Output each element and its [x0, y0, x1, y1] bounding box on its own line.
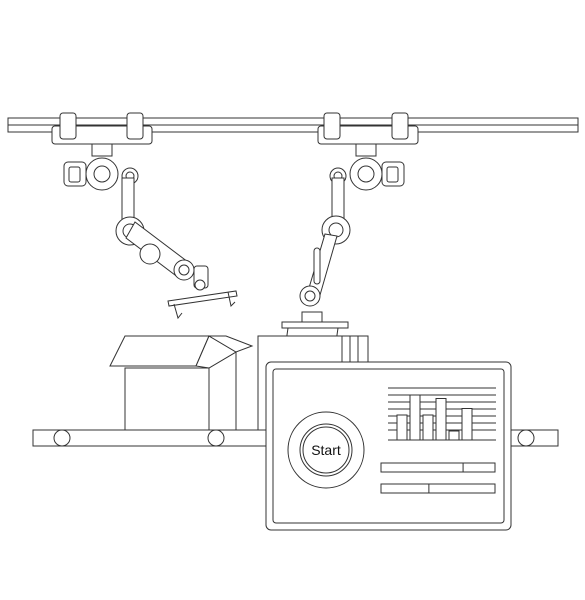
progress-fill [381, 463, 463, 472]
progress-bars [381, 463, 495, 493]
progress-fill [381, 484, 429, 493]
control-panel: Start [266, 362, 511, 530]
start-label: Start [311, 442, 341, 458]
chart-bar [436, 399, 446, 441]
open-box [110, 336, 252, 430]
bar-chart-widget [388, 388, 496, 440]
chart-bar [410, 395, 420, 440]
chart-bar [397, 415, 407, 440]
robotic-arm-left [52, 113, 237, 318]
start-button[interactable]: Start [288, 412, 364, 488]
chart-bar [462, 409, 472, 441]
robotic-arm-right [282, 113, 418, 342]
chart-bar [423, 415, 433, 440]
chart-bar [449, 431, 459, 440]
